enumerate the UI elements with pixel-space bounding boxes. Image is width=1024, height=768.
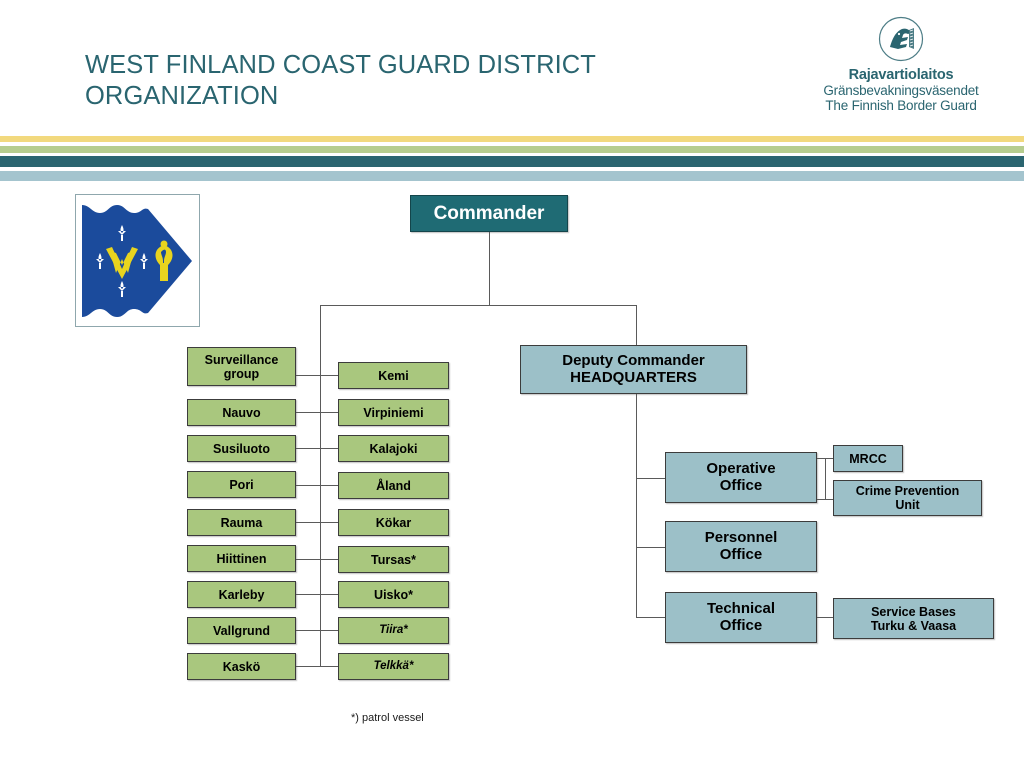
connector-rung-4: [296, 522, 338, 523]
brand-name-en: The Finnish Border Guard: [825, 98, 977, 113]
technical-child-0-line2: Turku & Vaasa: [870, 618, 957, 633]
station-right-4-line1: Kökar: [375, 515, 412, 530]
station-left-1-line1: Nauvo: [222, 405, 261, 420]
station-right-5[interactable]: Tursas*: [338, 546, 449, 573]
page-title: WEST FINLAND COAST GUARD DISTRICT ORGANI…: [85, 51, 596, 110]
connector-rung-1: [296, 412, 338, 413]
connector-rung-3: [296, 485, 338, 486]
station-right-7-line1: Tiira*: [379, 624, 408, 637]
station-left-4-line1: Rauma: [220, 515, 263, 530]
office-0[interactable]: Operative Office: [665, 452, 817, 503]
station-right-0[interactable]: Kemi: [338, 362, 449, 389]
brand-logo: Rajavartiolaitos Gränsbevakningsväsendet…: [806, 16, 996, 113]
station-left-0-line2: group: [223, 366, 260, 381]
station-right-1-line1: Virpiniemi: [363, 405, 424, 420]
station-left-7-line1: Vallgrund: [213, 623, 270, 638]
station-left-5-line1: Hiittinen: [216, 551, 267, 566]
connector-right-branch-drop: [636, 305, 637, 345]
connector-office-stub-1: [636, 547, 665, 548]
station-left-4[interactable]: Rauma: [187, 509, 296, 536]
footnote-patrol-vessel: *) patrol vessel: [351, 712, 424, 724]
node-deputy-commander-headquarters[interactable]: Deputy Commander HEADQUARTERS: [520, 345, 747, 394]
station-left-2-line1: Susiluoto: [213, 441, 270, 456]
connector-operative-child-spine: [825, 458, 826, 500]
station-right-3[interactable]: Åland: [338, 472, 449, 499]
border-guard-crest-icon: [878, 16, 924, 62]
station-left-6-line1: Karleby: [218, 587, 265, 602]
office-2-line2: Office: [719, 616, 763, 634]
station-right-8[interactable]: Telkkä*: [338, 653, 449, 680]
station-left-3[interactable]: Pori: [187, 471, 296, 498]
technical-child-0[interactable]: Service Bases Turku & Vaasa: [833, 598, 994, 639]
decorative-stripe-green: [0, 146, 1024, 153]
station-right-1[interactable]: Virpiniemi: [338, 399, 449, 426]
coast-guard-pennant-flag: [75, 194, 200, 327]
station-left-1[interactable]: Nauvo: [187, 399, 296, 426]
connector-hq-trunk: [636, 394, 637, 617]
connector-rung-2: [296, 448, 338, 449]
operative-child-0[interactable]: MRCC: [833, 445, 903, 472]
station-left-2[interactable]: Susiluoto: [187, 435, 296, 462]
operative-child-1-line2: Unit: [895, 498, 920, 512]
node-deputy-line1: Deputy Commander: [562, 351, 705, 369]
node-commander-label: Commander: [433, 202, 545, 224]
office-0-line1: Operative: [706, 459, 776, 477]
station-right-3-line1: Åland: [376, 478, 411, 493]
connector-top-bus: [320, 305, 636, 306]
station-right-0-line1: Kemi: [378, 368, 409, 383]
connector-operative-child-stub-0: [817, 458, 833, 459]
connector-commander-trunk: [489, 232, 490, 305]
station-left-5[interactable]: Hiittinen: [187, 545, 296, 572]
station-right-2-line1: Kalajoki: [369, 441, 418, 456]
pennant-graphic: [82, 205, 192, 317]
station-right-4[interactable]: Kökar: [338, 509, 449, 536]
connector-left-spine: [320, 372, 321, 666]
office-1-line2: Office: [719, 545, 763, 563]
station-right-6-line1: Uisko*: [374, 587, 413, 602]
office-1[interactable]: Personnel Office: [665, 521, 817, 572]
decorative-stripe-teal: [0, 156, 1024, 167]
brand-name-fi: Rajavartiolaitos: [848, 67, 954, 83]
connector-office-stub-0: [636, 478, 665, 479]
node-commander[interactable]: Commander: [410, 195, 568, 232]
connector-office-stub-2: [636, 617, 665, 618]
station-left-3-line1: Pori: [229, 477, 254, 492]
office-1-line1: Personnel: [704, 528, 778, 546]
connector-rung-6: [296, 594, 338, 595]
operative-child-0-line1: MRCC: [849, 451, 887, 466]
connector-left-branch-drop: [320, 305, 321, 372]
node-deputy-line2: HEADQUARTERS: [570, 368, 697, 386]
technical-child-0-line1: Service Bases: [871, 604, 956, 619]
connector-rung-8: [296, 666, 338, 667]
office-2-line1: Technical: [706, 599, 776, 617]
station-right-8-line1: Telkkä*: [373, 660, 414, 673]
connector-rung-7: [296, 630, 338, 631]
office-0-line2: Office: [719, 476, 763, 494]
brand-name-sv: Gränsbevakningsväsendet: [823, 83, 979, 98]
operative-child-1[interactable]: Crime Prevention Unit: [833, 480, 982, 516]
connector-technical-child-stub: [817, 617, 833, 618]
station-right-6[interactable]: Uisko*: [338, 581, 449, 608]
connector-operative-child-stub-1: [817, 499, 833, 500]
station-right-2[interactable]: Kalajoki: [338, 435, 449, 462]
station-left-8[interactable]: Kaskö: [187, 653, 296, 680]
station-right-7[interactable]: Tiira*: [338, 617, 449, 644]
station-right-5-line1: Tursas*: [371, 552, 416, 567]
connector-rung-0: [296, 375, 338, 376]
station-left-8-line1: Kaskö: [222, 659, 261, 674]
decorative-stripe-yellow: [0, 136, 1024, 142]
connector-rung-5: [296, 559, 338, 560]
station-left-0-line1: Surveillance: [204, 352, 279, 367]
operative-child-1-line1: Crime Prevention: [855, 484, 960, 498]
station-left-6[interactable]: Karleby: [187, 581, 296, 608]
station-left-7[interactable]: Vallgrund: [187, 617, 296, 644]
office-2[interactable]: Technical Office: [665, 592, 817, 643]
decorative-stripe-light-blue: [0, 171, 1024, 181]
station-left-0[interactable]: Surveillance group: [187, 347, 296, 386]
